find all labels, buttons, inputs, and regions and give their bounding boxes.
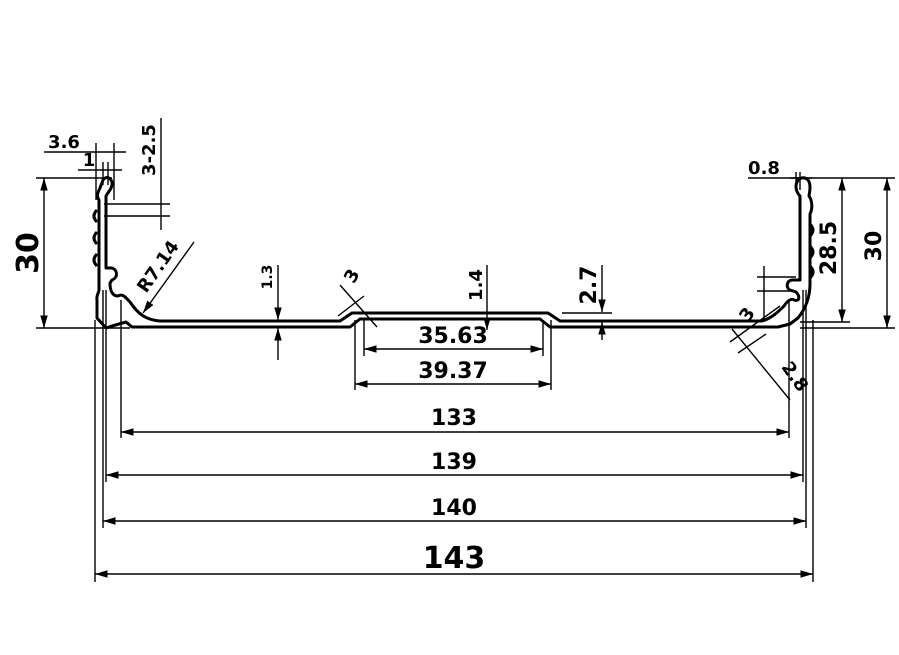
dim-inner-width: 139 (431, 450, 477, 475)
dim-lip-width: 3.6 (48, 132, 80, 153)
dim-height-right: 30 (862, 231, 887, 262)
dim-groove-outer: 39.37 (418, 359, 488, 384)
dim-inner-height-right: 28.5 (817, 221, 842, 275)
dim-lip-small: 1 (83, 150, 96, 171)
profile-outline (92, 176, 815, 330)
dim-overall-width: 143 (423, 541, 486, 576)
dimension-lines (40, 118, 891, 578)
dim-lip-right: 0.8 (748, 158, 780, 179)
extension-lines (36, 177, 895, 582)
dim-groove-inner: 35.63 (418, 324, 488, 349)
dim-floor-offset: 2.7 (577, 266, 602, 305)
dim-floor-width: 133 (431, 406, 477, 431)
dim-slot-spec: 3-2.5 (139, 124, 160, 176)
dim-chamfer: 3 (340, 266, 364, 287)
dim-height-left: 30 (11, 232, 46, 274)
dim-outer-width: 140 (431, 496, 477, 521)
dim-groove-depth: 1.4 (466, 269, 487, 301)
dimension-labels: 143 140 139 133 39.37 35.63 30 30 28.5 3… (11, 124, 887, 576)
dim-floor-thickness: 1.3 (260, 265, 276, 290)
